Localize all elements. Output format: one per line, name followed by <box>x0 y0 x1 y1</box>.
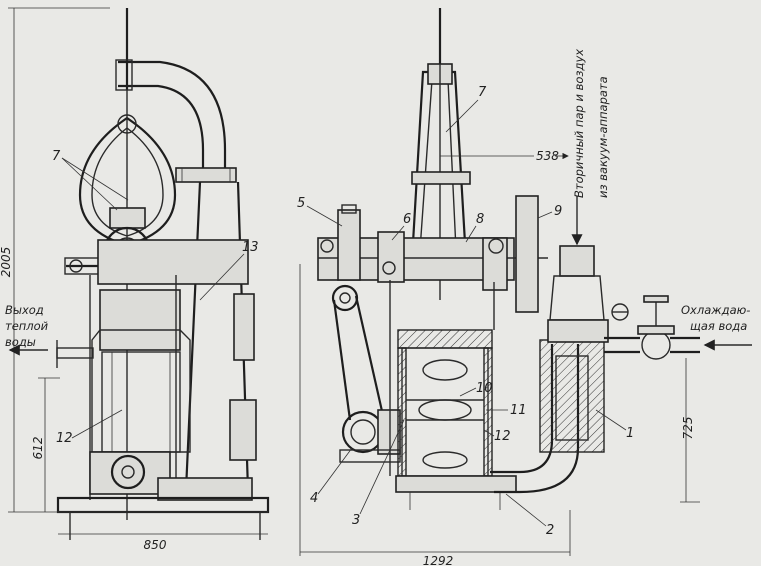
label-10: 10 <box>476 381 493 396</box>
dimension-612: 612 <box>31 377 60 512</box>
dim-612: 612 <box>31 437 45 460</box>
warm-water-line3: воды <box>5 335 36 349</box>
label-7-right: 7 <box>478 85 487 100</box>
label-9: 9 <box>554 204 562 219</box>
dimension-850: 850 <box>58 533 268 552</box>
label-8: 8 <box>476 212 484 227</box>
dimension-2005: 2005 <box>0 7 110 513</box>
label-4: 4 <box>310 491 318 506</box>
left-view-labels: 7 13 12 <box>52 149 259 446</box>
label-13: 13 <box>242 240 259 255</box>
warm-water-line2: теплой <box>5 319 49 333</box>
label-11: 11 <box>510 403 527 418</box>
warm-water-line1: Выход <box>5 303 44 317</box>
label-2: 2 <box>546 523 554 538</box>
label-5: 5 <box>297 196 305 211</box>
label-12-left: 12 <box>56 431 73 446</box>
cooling-line2: щая вода <box>690 319 747 333</box>
steam-line2: из вакуум-аппарата <box>596 76 610 198</box>
dim-725: 725 <box>681 417 695 440</box>
label-7-left: 7 <box>52 149 61 164</box>
dimension-725: 725 <box>680 358 700 503</box>
dim-538: 538 <box>536 149 559 163</box>
steam-line1: Вторичный пар и воздух <box>572 49 586 198</box>
dimension-1292: 1292 <box>299 264 571 566</box>
dim-850: 850 <box>144 538 167 552</box>
right-view-labels: 7 5 6 8 9 10 11 12 1 2 3 4 <box>297 85 634 538</box>
label-6: 6 <box>403 212 411 227</box>
dim-2005: 2005 <box>0 247 13 278</box>
dim-1292: 1292 <box>423 554 454 566</box>
label-1: 1 <box>626 426 634 441</box>
steam-note: Вторичный пар и воздух из вакуум-аппарат… <box>572 49 610 198</box>
warm-water-note: Выход теплой воды <box>5 303 49 356</box>
cooling-water-note: Охлаждаю- щая вода <box>681 303 750 333</box>
right-view: 538 <box>317 8 752 510</box>
cooling-line1: Охлаждаю- <box>681 303 750 317</box>
label-3: 3 <box>352 513 360 528</box>
label-12-right: 12 <box>494 429 511 444</box>
left-view <box>56 8 270 540</box>
